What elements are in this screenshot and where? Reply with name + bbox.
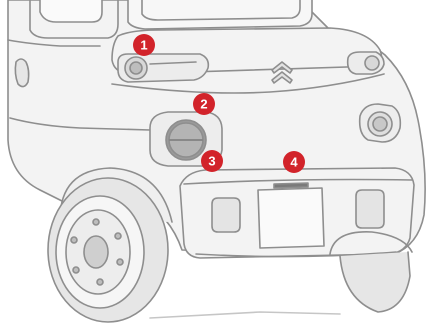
hub-left [84, 236, 108, 268]
marker-3: 3 [201, 150, 223, 172]
rear-light-right [348, 52, 384, 74]
marker-2: 2 [193, 93, 215, 115]
rear-light-left-lens-inner [130, 62, 142, 74]
marker-4-label: 4 [290, 155, 298, 170]
ground-line [150, 312, 340, 318]
marker-4: 4 [283, 151, 305, 173]
number-plate-light [274, 183, 308, 188]
marker-2-label: 2 [200, 97, 207, 112]
side-marker-lamp [15, 59, 28, 87]
rear-light-left [118, 54, 208, 82]
marker-3-label: 3 [208, 154, 215, 169]
number-plate-recess [258, 188, 324, 248]
tyre-right-visible [340, 252, 410, 312]
rear-light-right-lens [365, 56, 379, 70]
rear-corner-lamp-right [360, 104, 401, 142]
marker-1-label: 1 [140, 38, 147, 53]
bumper-vent-left [212, 198, 240, 232]
rear-window [128, 0, 312, 29]
side-window [40, 0, 102, 22]
marker-1: 1 [133, 34, 155, 56]
rear-left-wheel [48, 168, 172, 322]
bumper-vent-right [356, 190, 384, 228]
corner-lamp-lens-inner [373, 117, 387, 131]
